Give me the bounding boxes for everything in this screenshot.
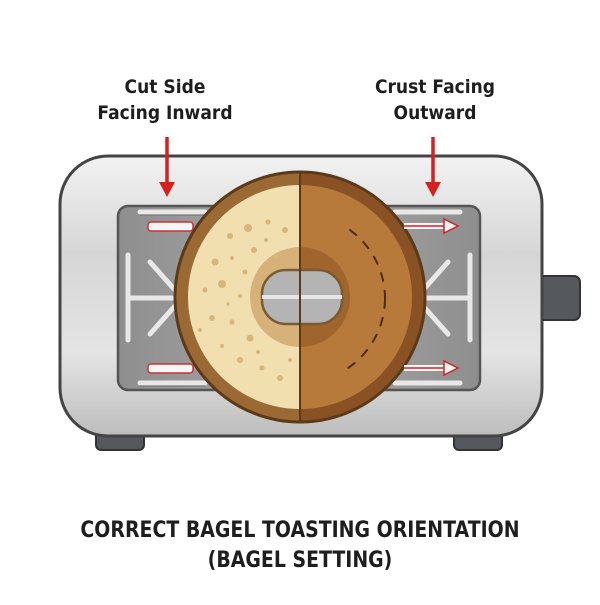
cut-side-label-line-2: Facing Inward <box>97 102 233 124</box>
crust-texture <box>344 229 387 371</box>
crust-side-label: Crust Facing Outward <box>359 74 512 126</box>
bagel-crust-half <box>300 170 427 424</box>
crust-side-label-line-1: Crust Facing <box>374 76 496 98</box>
caption-title: CORRECT BAGEL TOASTING ORIENTATION <box>80 518 520 543</box>
bagel-cut-half <box>173 170 300 424</box>
cut-side-label-line-1: Cut Side <box>124 76 206 98</box>
arrow-down-icon <box>159 137 441 197</box>
bagel-crumb-texture <box>198 219 292 381</box>
crust-side-label-line-2: Outward <box>393 102 477 124</box>
arrow-right-icon <box>147 217 460 377</box>
cut-side-label: Cut Side Facing Inward <box>89 74 242 126</box>
caption-subtitle: (BAGEL SETTING) <box>207 548 393 573</box>
